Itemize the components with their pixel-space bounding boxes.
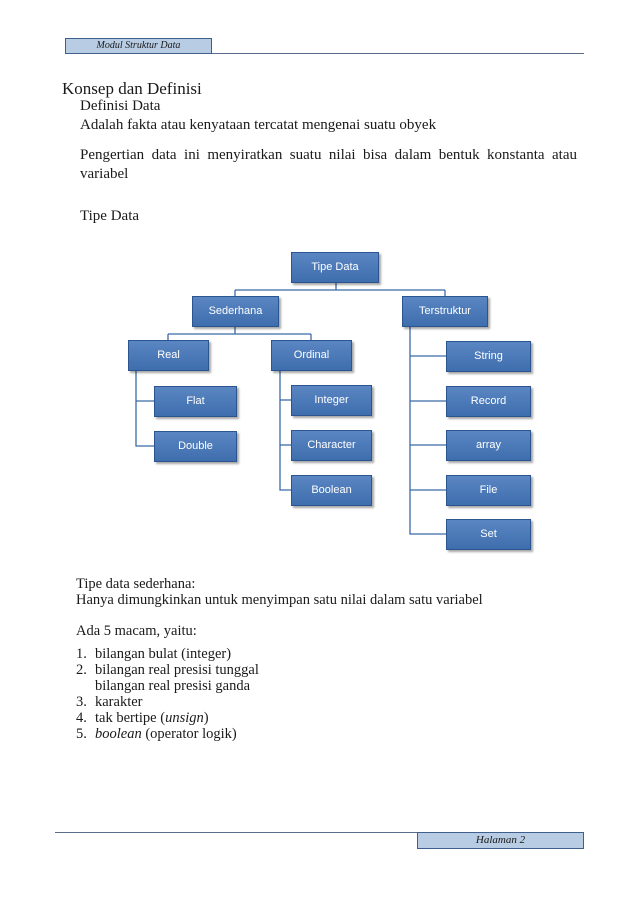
connector-real-children: [135, 371, 154, 447]
node-character: Character: [291, 430, 372, 461]
tipe-data-heading: Tipe Data: [80, 208, 140, 224]
list-text: karakter: [95, 694, 143, 710]
definition-paragraph: Pengertian data ini menyiratkan suatu ni…: [80, 147, 577, 182]
list-text: bilangan real presisi ganda: [95, 678, 251, 694]
list-number: 2.: [76, 662, 87, 678]
list-text: tak bertipe (unsign): [95, 710, 209, 726]
simple-type-text: Hanya dimungkinkan untuk menyimpan satu …: [76, 592, 483, 608]
list-text: boolean (operator logik): [95, 726, 237, 742]
node-file: File: [446, 475, 531, 506]
list-number: 5.: [76, 726, 87, 742]
node-string: String: [446, 341, 531, 372]
footer-rule: [55, 832, 417, 833]
connector-ordinal-children: [279, 371, 291, 491]
node-integer: Integer: [291, 385, 372, 416]
list-text: bilangan real presisi tunggal: [95, 662, 259, 678]
node-real: Real: [128, 340, 209, 371]
header-tag: Modul Struktur Data: [65, 38, 212, 54]
header-rule: [212, 53, 584, 54]
node-tipe-data: Tipe Data: [291, 252, 379, 283]
type-count-text: Ada 5 macam, yaitu:: [76, 623, 197, 639]
node-double: Double: [154, 431, 237, 462]
list-number: 3.: [76, 694, 87, 710]
page-number-tag: Halaman 2: [417, 832, 584, 849]
definition-text: Adalah fakta atau kenyataan tercatat men…: [80, 117, 437, 133]
list-text: bilangan bulat (integer): [95, 646, 232, 662]
connector-terstruktur-children: [409, 327, 446, 535]
emphasis-text: boolean: [95, 726, 142, 742]
node-sederhana: Sederhana: [192, 296, 279, 327]
simple-type-heading: Tipe data sederhana:: [76, 576, 196, 592]
node-array: array: [446, 430, 531, 461]
node-record: Record: [446, 386, 531, 417]
node-boolean: Boolean: [291, 475, 372, 506]
list-number: 1.: [76, 646, 87, 662]
section-title: Konsep dan Definisi: [62, 79, 202, 98]
node-terstruktur: Terstruktur: [402, 296, 488, 327]
simple-type-description: Tipe data sederhana: Hanya dimungkinkan …: [76, 576, 483, 639]
definition-subtitle: Definisi Data: [80, 98, 161, 114]
list-number: 4.: [76, 710, 87, 726]
node-ordinal: Ordinal: [271, 340, 352, 371]
node-flat: Flat: [154, 386, 237, 417]
emphasis-text: unsign: [165, 710, 204, 726]
node-set: Set: [446, 519, 531, 550]
